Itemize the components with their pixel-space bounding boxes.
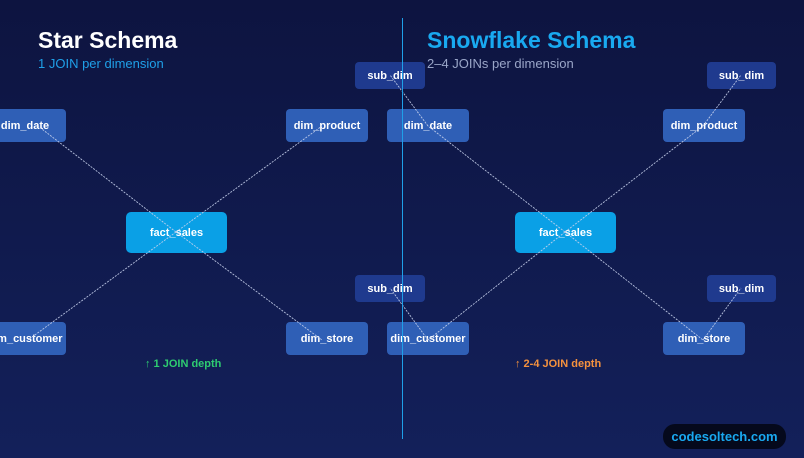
snowflake-node-fact-sales: fact_sales bbox=[515, 212, 616, 253]
snowflake-schema-title: Snowflake Schema bbox=[427, 27, 636, 53]
panel-divider bbox=[402, 18, 403, 439]
brand-badge[interactable]: codesoltech.com bbox=[663, 424, 786, 449]
star-node-dim-customer: dim_customer bbox=[0, 322, 66, 355]
snowflake-node-dim-date: dim_date bbox=[387, 109, 469, 142]
snowflake-node-dim-product: dim_product bbox=[663, 109, 745, 142]
star-schema-title: Star Schema bbox=[38, 27, 178, 53]
snowflake-join-depth: ↑ 2-4 JOIN depth bbox=[515, 358, 602, 370]
star-node-sub-dim: sub_dim bbox=[355, 62, 425, 89]
snowflake-node-sub-dim-top-right: sub_dim bbox=[707, 62, 776, 89]
star-node-dim-date: dim_date bbox=[0, 109, 66, 142]
snowflake-node-sub-dim-bottom-left: sub_dim bbox=[355, 275, 425, 302]
snowflake-node-sub-dim-bottom-right: sub_dim bbox=[707, 275, 776, 302]
star-join-depth: ↑ 1 JOIN depth bbox=[145, 358, 222, 370]
star-node-dim-store: dim_store bbox=[286, 322, 368, 355]
snowflake-node-dim-store: dim_store bbox=[663, 322, 745, 355]
star-node-fact-sales: fact_sales bbox=[126, 212, 227, 253]
star-schema-subtitle: 1 JOIN per dimension bbox=[38, 56, 164, 71]
snowflake-schema-subtitle: 2–4 JOINs per dimension bbox=[427, 56, 574, 71]
star-node-dim-product: dim_product bbox=[286, 109, 368, 142]
snowflake-node-dim-customer: dim_customer bbox=[387, 322, 469, 355]
